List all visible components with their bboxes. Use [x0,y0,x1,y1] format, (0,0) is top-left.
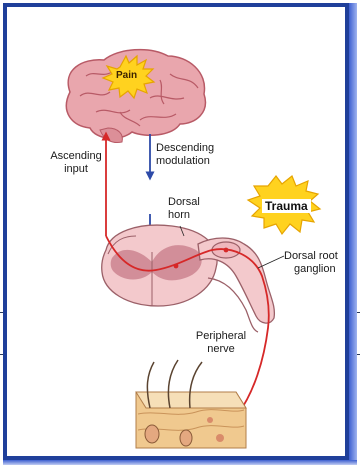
drg-label-line2: ganglion [284,263,338,276]
dorsal-horn-label-line1: Dorsal [168,196,200,209]
dorsal-root-ganglion-label: Dorsal root ganglion [284,250,338,276]
peripheral-label-line1: Peripheral [186,330,256,343]
descending-label-line1: Descending [156,142,214,155]
dorsal-horn-label: Dorsal horn [168,196,200,222]
dorsal-horn-label-line2: horn [168,209,200,222]
trauma-label: Trauma [262,199,311,213]
peripheral-label-line2: nerve [186,343,256,356]
peripheral-nerve-label: Peripheral nerve [186,330,256,356]
ascending-label-line2: input [40,163,112,176]
pain-label: Pain [116,70,137,81]
descending-modulation-label: Descending modulation [156,142,214,168]
drg-label-line1: Dorsal root [284,250,338,263]
ascending-label-line1: Ascending [40,150,112,163]
descending-label-line2: modulation [156,155,214,168]
spinal-cord-section [102,225,217,306]
skin-illustration [136,360,246,448]
ascending-input-label: Ascending input [40,150,112,176]
